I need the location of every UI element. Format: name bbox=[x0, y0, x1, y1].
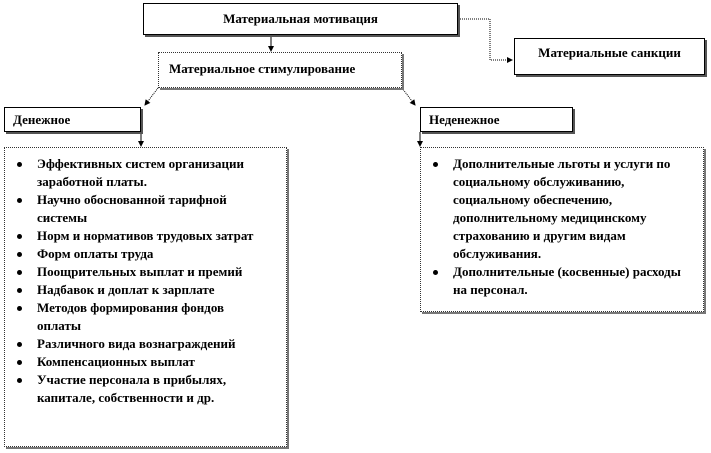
material-sanctions-label: Материальные санкции bbox=[538, 44, 681, 60]
arrow-to-nonmonetary bbox=[401, 87, 416, 106]
arrow-top-to-sanctions bbox=[458, 18, 513, 63]
list-item: Участие персонала в прибылях, капитале, … bbox=[17, 371, 266, 407]
material-stimulation-label: Материальное стимулирование bbox=[169, 61, 356, 76]
material-motivation-box: Материальная мотивация bbox=[143, 3, 458, 35]
list-item: Норм и нормативов трудовых затрат bbox=[17, 227, 266, 245]
list-item: Компенсационных выплат bbox=[17, 353, 266, 371]
list-item: Научно обоснованной тарифной системы bbox=[17, 191, 266, 227]
material-motivation-label: Материальная мотивация bbox=[223, 11, 378, 26]
nonmonetary-label: Неденежное bbox=[429, 111, 500, 127]
nonmonetary-list-box: Дополнительные льготы и услуги по социал… bbox=[420, 147, 704, 312]
monetary-label: Денежное bbox=[13, 111, 71, 127]
arrow-to-monetary bbox=[144, 87, 159, 106]
monetary-box: Денежное bbox=[4, 107, 141, 132]
monetary-list-box: Эффективных систем организации заработно… bbox=[4, 147, 287, 447]
list-item: Методов формирования фондов оплаты bbox=[17, 299, 266, 335]
list-item: Надбавок и доплат к зарплате bbox=[17, 281, 266, 299]
nonmonetary-box: Неденежное bbox=[420, 107, 573, 132]
list-item: Эффективных систем организации заработно… bbox=[17, 155, 266, 191]
list-item: Поощрительных выплат и премий bbox=[17, 263, 266, 281]
monetary-list: Эффективных систем организации заработно… bbox=[9, 155, 266, 407]
list-item: Различного вида вознаграждений bbox=[17, 335, 266, 353]
list-item: Дополнительные льготы и услуги по социал… bbox=[433, 155, 689, 263]
material-sanctions-box: Материальные санкции bbox=[514, 38, 705, 75]
nonmonetary-list: Дополнительные льготы и услуги по социал… bbox=[425, 155, 689, 299]
list-item: Дополнительные (косвенные) расходы на пе… bbox=[433, 263, 689, 299]
material-stimulation-box: Материальное стимулирование bbox=[158, 52, 402, 88]
list-item: Форм оплаты труда bbox=[17, 245, 266, 263]
